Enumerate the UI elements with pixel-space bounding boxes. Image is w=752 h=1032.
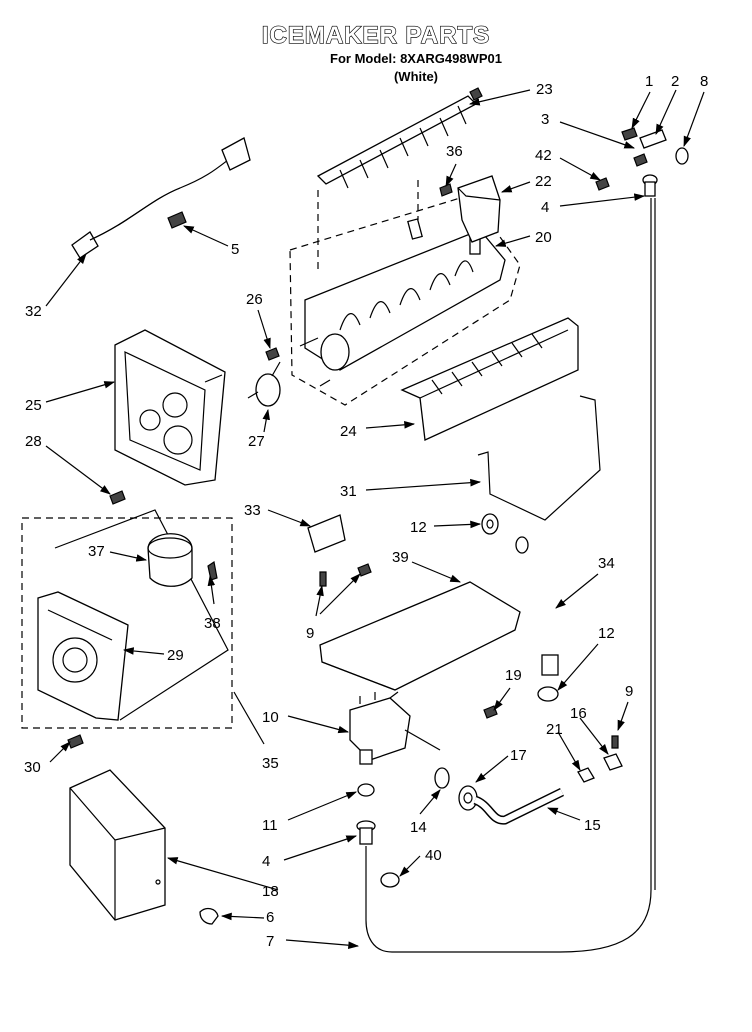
callout-28: 28 bbox=[25, 433, 42, 450]
callout-36: 36 bbox=[446, 143, 463, 160]
callout-7: 7 bbox=[266, 933, 274, 950]
callout-30: 30 bbox=[24, 759, 41, 776]
callout-12-top: 12 bbox=[410, 519, 427, 536]
part-nut-11 bbox=[357, 783, 375, 797]
callout-31: 31 bbox=[340, 483, 357, 500]
callout-1: 1 bbox=[645, 73, 653, 90]
callout-40: 40 bbox=[425, 847, 442, 864]
callout-6: 6 bbox=[266, 909, 274, 926]
callout-8: 8 bbox=[700, 73, 708, 90]
part-shield-plate bbox=[319, 581, 521, 691]
leader-lines bbox=[45, 89, 705, 949]
diagram-title: ICEMAKER PARTS bbox=[261, 21, 491, 49]
part-top-fitting bbox=[595, 127, 689, 191]
callout-18: 18 bbox=[262, 883, 279, 900]
callout-26: 26 bbox=[246, 291, 263, 308]
callout-4-top: 4 bbox=[541, 199, 549, 216]
callout-3: 3 bbox=[541, 111, 549, 128]
callout-11: 11 bbox=[262, 817, 278, 834]
part-ejector-shaft bbox=[316, 87, 483, 189]
callout-15: 15 bbox=[584, 817, 601, 834]
callout-32: 32 bbox=[25, 303, 42, 320]
callout-34: 34 bbox=[598, 555, 615, 572]
part-screw-6 bbox=[199, 907, 219, 925]
part-screw-38 bbox=[207, 560, 218, 581]
part-tube-15 bbox=[473, 787, 564, 825]
part-nut-40 bbox=[380, 872, 400, 888]
part-cap-21 bbox=[577, 767, 595, 783]
part-fill-tube bbox=[515, 536, 559, 676]
callout-20: 20 bbox=[535, 229, 552, 246]
callout-9-right: 9 bbox=[625, 683, 633, 700]
callout-38: 38 bbox=[204, 615, 221, 632]
part-grommet-12 bbox=[481, 513, 559, 702]
part-fill-cup bbox=[457, 175, 501, 243]
part-clamp-16 bbox=[603, 753, 623, 771]
callout-17: 17 bbox=[510, 747, 527, 764]
callout-4-bottom: 4 bbox=[262, 853, 270, 870]
callout-21: 21 bbox=[546, 721, 563, 738]
callout-37: 37 bbox=[88, 543, 105, 560]
callout-19: 19 bbox=[505, 667, 522, 684]
callout-25: 25 bbox=[25, 397, 42, 414]
part-icemaker-mold bbox=[289, 180, 521, 406]
part-washer-14 bbox=[434, 767, 450, 789]
callout-9-mid: 9 bbox=[306, 625, 314, 642]
part-clip-26 bbox=[265, 347, 280, 361]
part-wire-harness bbox=[71, 137, 251, 259]
part-screw-28 bbox=[109, 490, 126, 505]
part-screw-30 bbox=[67, 734, 84, 749]
part-shutoff-arm bbox=[477, 395, 601, 521]
callout-22: 22 bbox=[535, 173, 552, 190]
part-motor-housing bbox=[114, 329, 226, 486]
part-control-assembly bbox=[21, 509, 233, 729]
callout-35: 35 bbox=[262, 755, 279, 772]
callout-23: 23 bbox=[536, 81, 553, 98]
part-plug-27 bbox=[247, 361, 281, 407]
part-grommet-17 bbox=[458, 785, 478, 811]
callout-27: 27 bbox=[248, 433, 265, 450]
callout-39: 39 bbox=[392, 549, 409, 566]
callout-14: 14 bbox=[410, 819, 427, 836]
part-motor-37 bbox=[147, 533, 193, 587]
model-number: For Model: 8XARG498WP01 bbox=[330, 51, 502, 66]
callout-10: 10 bbox=[262, 709, 279, 726]
callout-33: 33 bbox=[244, 502, 261, 519]
callout-12-bottom: 12 bbox=[598, 625, 615, 642]
callout-24: 24 bbox=[340, 423, 357, 440]
callout-5: 5 bbox=[231, 241, 239, 258]
callout-29: 29 bbox=[167, 647, 184, 664]
part-clip-5 bbox=[167, 211, 187, 229]
callout-16: 16 bbox=[570, 705, 587, 722]
part-cover-box bbox=[69, 769, 166, 921]
color-variant: (White) bbox=[393, 69, 439, 84]
callout-labels: 1 2 8 3 42 4 22 36 23 20 5 32 26 25 27 2… bbox=[24, 73, 708, 950]
callout-42: 42 bbox=[535, 147, 552, 164]
part-bracket-33 bbox=[307, 514, 346, 553]
part-fitting-4 bbox=[356, 174, 658, 845]
part-control-board bbox=[37, 591, 129, 721]
callout-2: 2 bbox=[671, 73, 679, 90]
part-water-line bbox=[365, 198, 656, 953]
part-front-cover bbox=[400, 317, 579, 441]
part-water-valve bbox=[349, 691, 441, 765]
